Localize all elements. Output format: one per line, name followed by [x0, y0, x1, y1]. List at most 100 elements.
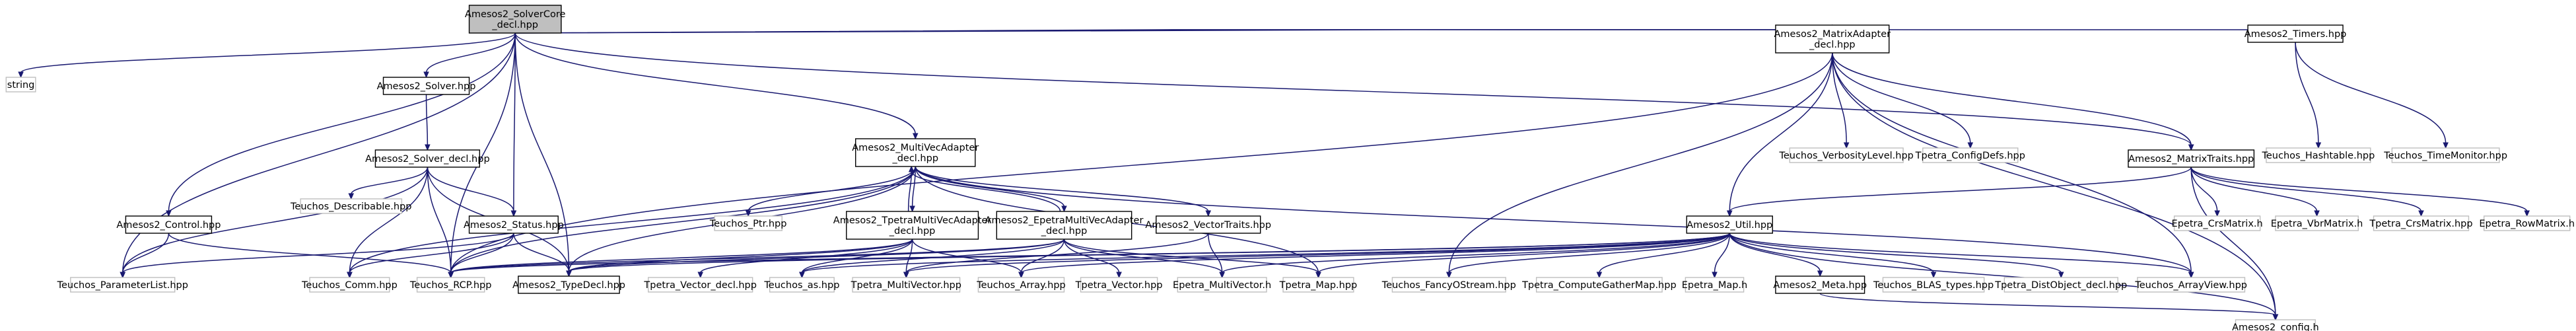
edge-line — [1020, 239, 1065, 274]
node-label: Epetra_VbrMatrix.h — [2271, 219, 2363, 229]
node-label: Teuchos_BLAS_types.hpp — [1873, 280, 1994, 291]
edge-line — [1819, 293, 2276, 316]
edge-line — [1020, 233, 1730, 274]
node-label: _decl.hpp — [491, 20, 538, 30]
node-box — [1535, 277, 1663, 293]
node-box — [2483, 215, 2571, 231]
node-label: Teuchos_Describable.hpp — [290, 202, 411, 212]
node-box — [2391, 147, 2500, 163]
node-label: _decl.hpp — [1041, 226, 1088, 237]
node-box — [374, 149, 481, 168]
node-ptr: Teuchos_Ptr.hpp — [709, 215, 786, 231]
node-mvadapter[interactable]: Amesos2_MultiVecAdapter_decl.hpp — [852, 138, 979, 167]
edge-line — [168, 233, 452, 274]
node-tpetra_crsmatrix: Tpetra_CrsMatrix.hpp — [2369, 215, 2473, 231]
arrowhead — [2314, 210, 2320, 217]
edge-matrixtraits-to-epetra_crsmatrix — [2190, 166, 2220, 217]
node-label: _decl.hpp — [1809, 40, 1856, 50]
node-tpetra_multivector: Tpetra_MultiVector.hpp — [851, 277, 961, 293]
node-box — [2137, 277, 2246, 293]
node-box — [1685, 277, 1745, 293]
node-box — [1282, 277, 1354, 293]
edge-status-to-paramlist — [120, 233, 514, 279]
node-matrixtraits[interactable]: Amesos2_MatrixTraits.hpp — [2128, 149, 2255, 168]
arrowhead — [2315, 142, 2322, 149]
edge-line — [122, 233, 514, 274]
arrowhead — [2443, 142, 2449, 149]
edge-line — [905, 233, 1730, 274]
edge-line — [2190, 166, 2422, 212]
node-box — [769, 277, 835, 293]
arrowhead — [909, 205, 915, 213]
node-solvercore[interactable]: Amesos2_SolverCore_decl.hpp — [465, 5, 566, 34]
node-control[interactable]: Amesos2_Control.hpp — [116, 215, 221, 234]
arrowhead — [1116, 272, 1122, 279]
node-solver_hpp[interactable]: Amesos2_Solver.hpp — [377, 77, 476, 95]
node-box — [300, 198, 403, 214]
node-vectortraits[interactable]: Amesos2_VectorTraits.hpp — [1145, 215, 1271, 234]
node-label: Epetra_RowMatrix.h — [2479, 219, 2575, 229]
node-box — [468, 215, 559, 234]
node-matrixadapter[interactable]: Amesos2_MatrixAdapter_decl.hpp — [1774, 24, 1891, 54]
node-box — [70, 277, 176, 293]
edge-solvercore-to-timers — [514, 24, 2299, 34]
node-describable: Teuchos_Describable.hpp — [290, 198, 411, 214]
arrowhead — [1967, 142, 1974, 149]
edge-line — [514, 32, 2192, 146]
node-box — [2247, 24, 2344, 43]
node-util[interactable]: Amesos2_Util.hpp — [1686, 215, 1773, 234]
node-label: Teuchos_VerbosityLevel.hpp — [1778, 151, 1913, 161]
edge-line — [514, 32, 570, 272]
edge-line — [915, 166, 1209, 212]
arrowhead — [903, 272, 909, 279]
edge-epetra_mv_adapter-to-typedecl — [566, 239, 1065, 277]
node-box — [2173, 215, 2261, 231]
node-box — [846, 211, 979, 240]
node-label: Teuchos_ArrayView.hpp — [2134, 280, 2247, 291]
edge-solver_decl-to-status — [427, 166, 517, 217]
edge-line — [1832, 52, 1847, 144]
node-tpetra_mv_adapter[interactable]: Amesos2_TpetraMultiVecAdapter_decl.hpp — [833, 211, 992, 240]
node-status[interactable]: Amesos2_Status.hpp — [464, 215, 564, 234]
edge-line — [425, 32, 516, 73]
node-config: Amesos2_config.h — [2232, 319, 2319, 331]
node-solver_decl[interactable]: Amesos2_Solver_decl.hpp — [365, 149, 490, 168]
node-meta[interactable]: Amesos2_Meta.hpp — [1773, 276, 1867, 294]
node-timers[interactable]: Amesos2_Timers.hpp — [2245, 24, 2347, 43]
node-box — [1686, 215, 1773, 234]
edge-line — [513, 233, 570, 272]
edge-util-to-tpetra_multivector — [903, 233, 1730, 279]
arrowhead — [1219, 272, 1225, 279]
node-box — [416, 277, 485, 293]
arrowhead — [1446, 272, 1452, 279]
edge-util-to-fancyostream — [1446, 233, 1730, 279]
edge-line — [801, 239, 913, 274]
node-timemonitor: Teuchos_TimeMonitor.hpp — [2383, 147, 2507, 163]
node-box — [1177, 277, 1267, 293]
edge-line — [568, 239, 913, 272]
node-label: Tpetra_ComputeGatherMap.hpp — [1521, 280, 1677, 291]
node-box — [309, 277, 390, 293]
edge-line — [801, 233, 1730, 274]
node-box — [2003, 277, 2118, 293]
node-fancyostream: Teuchos_FancyOStream.hpp — [1381, 277, 1516, 293]
edge-timers-to-hashtable — [2295, 42, 2322, 149]
node-typedecl[interactable]: Amesos2_TypeDecl.hpp — [512, 276, 625, 294]
edge-matrixadapter-to-tpetra_configdefs — [1832, 52, 1974, 149]
node-label: Amesos2_MultiVecAdapter — [852, 143, 979, 153]
node-label: Teuchos_TimeMonitor.hpp — [2383, 151, 2507, 161]
arrowhead — [908, 165, 915, 172]
node-label: Teuchos_FancyOStream.hpp — [1381, 280, 1516, 291]
arrowhead — [423, 71, 429, 79]
arrowhead — [1843, 142, 1850, 149]
edge-line — [2295, 42, 2319, 144]
node-label: _decl.hpp — [891, 153, 938, 164]
edge-line — [905, 233, 1209, 274]
edge-status-to-comm — [347, 233, 514, 279]
arrowhead — [2524, 210, 2530, 217]
node-label: Teuchos_Comm.hpp — [301, 280, 398, 291]
node-box — [714, 215, 783, 231]
edge-line — [1221, 233, 1730, 274]
node-epetra_mv_adapter[interactable]: Amesos2_EpetraMultiVecAdapter_decl.hpp — [985, 211, 1144, 240]
